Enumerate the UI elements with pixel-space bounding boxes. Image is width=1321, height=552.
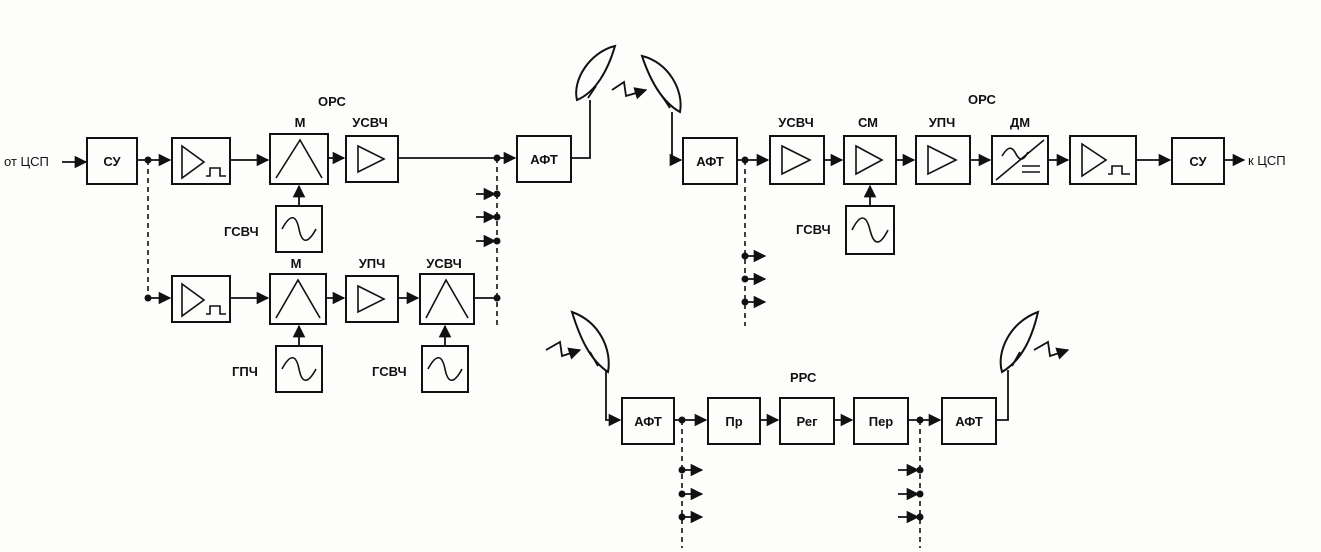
modulator-2-block [269, 273, 327, 325]
antenna-rrs-in [545, 310, 610, 374]
aft-r1-text: АФТ [634, 414, 662, 429]
su-rx-text: СУ [1189, 154, 1207, 169]
usvch-1-block [345, 135, 399, 183]
gpch-generator: ГПЧ [232, 324, 323, 393]
m2-label: М [291, 256, 302, 271]
su-rx-block: СУ [1171, 137, 1225, 185]
rrs-label: РРС [790, 370, 817, 385]
ors-receive-group: ОРС АФТ УСВЧ СМ УПЧ [669, 92, 1286, 326]
rrs-taps-2 [898, 463, 924, 524]
gsvch-rx-generator: ГСВЧ [796, 184, 895, 255]
antenna-tx [575, 44, 617, 102]
gsvch-rx-label: ГСВЧ [796, 222, 831, 237]
upch-1-block [345, 275, 399, 323]
tx-taps [476, 187, 501, 248]
reg-block: Рег [779, 397, 835, 445]
aft-r2-text: АФТ [955, 414, 983, 429]
pulse-amp-rx-block [1069, 135, 1137, 185]
rx-taps [741, 249, 767, 309]
radio-link-arrow [611, 80, 648, 100]
m1-label: М [295, 115, 306, 130]
usvch-rx-label: УСВЧ [778, 115, 814, 130]
upch-rx-block [915, 135, 971, 185]
usvch-2-block [419, 273, 475, 325]
usvch1-label: УСВЧ [352, 115, 388, 130]
mixer-block [843, 135, 897, 185]
aft-tx-text: АФТ [530, 152, 558, 167]
aft-rrs-1-block: АФТ [621, 397, 675, 445]
ors-receive-label: ОРС [968, 92, 996, 107]
pr-text: Пр [725, 414, 742, 429]
rrs-taps-1 [678, 463, 704, 524]
usvch2-label: УСВЧ [426, 256, 462, 271]
ors-transmit-label: ОРС [318, 94, 346, 109]
gsvch1-generator: ГСВЧ [224, 184, 323, 253]
output-label: к ЦСП [1248, 153, 1286, 168]
sm-label: СМ [858, 115, 878, 130]
gsvch2-generator: ГСВЧ [372, 324, 469, 393]
reg-text: Рег [797, 414, 819, 429]
su-tx-text: СУ [103, 154, 121, 169]
per-text: Пер [869, 414, 894, 429]
upch-rx-label: УПЧ [929, 115, 956, 130]
pr-block: Пр [707, 397, 761, 445]
aft-rrs-2-block: АФТ [941, 397, 997, 445]
gpch-label: ГПЧ [232, 364, 258, 379]
aft-tx-block: АФТ [516, 135, 572, 183]
gsvch1-label: ГСВЧ [224, 224, 259, 239]
rrs-group: РРС АФТ Пр Рег П [545, 310, 1070, 548]
antenna-rrs-out [999, 310, 1070, 374]
usvch-rx-block [769, 135, 825, 185]
aft-rx-block: АФТ [682, 137, 738, 185]
ors-transmit-group: ОРС от ЦСП СУ М УСВЧ ГСВЧ [4, 94, 591, 393]
dm-label: ДМ [1010, 115, 1030, 130]
per-block: Пер [853, 397, 909, 445]
input-label: от ЦСП [4, 154, 49, 169]
aft-rx-text: АФТ [696, 154, 724, 169]
gsvch2-label: ГСВЧ [372, 364, 407, 379]
upch1-label: УПЧ [359, 256, 386, 271]
demodulator-block [991, 135, 1049, 185]
modulator-1-block [269, 133, 329, 185]
su-tx-block: СУ [86, 137, 138, 185]
pulse-amp-tx-2-block [171, 275, 231, 323]
antenna-rx [640, 54, 682, 114]
pulse-amp-tx-block [171, 137, 231, 185]
